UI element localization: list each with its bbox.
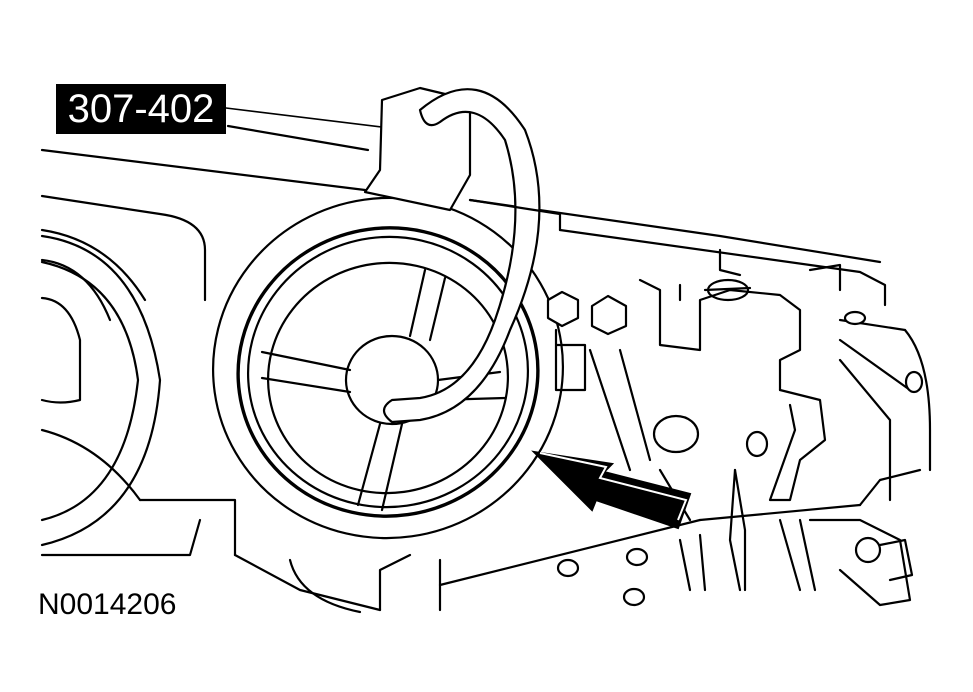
left-bell-housing bbox=[40, 234, 162, 547]
tool-number-label: 307-402 bbox=[56, 84, 226, 134]
case-details bbox=[556, 278, 924, 607]
tool-leader-line bbox=[225, 107, 391, 129]
removal-tool-307-402 bbox=[363, 86, 562, 424]
transmission-housing bbox=[40, 124, 932, 614]
figure-identifier: N0014206 bbox=[38, 588, 177, 621]
arrow-icon bbox=[531, 450, 692, 530]
output-flange bbox=[211, 196, 565, 540]
housing-bolts bbox=[546, 290, 628, 392]
